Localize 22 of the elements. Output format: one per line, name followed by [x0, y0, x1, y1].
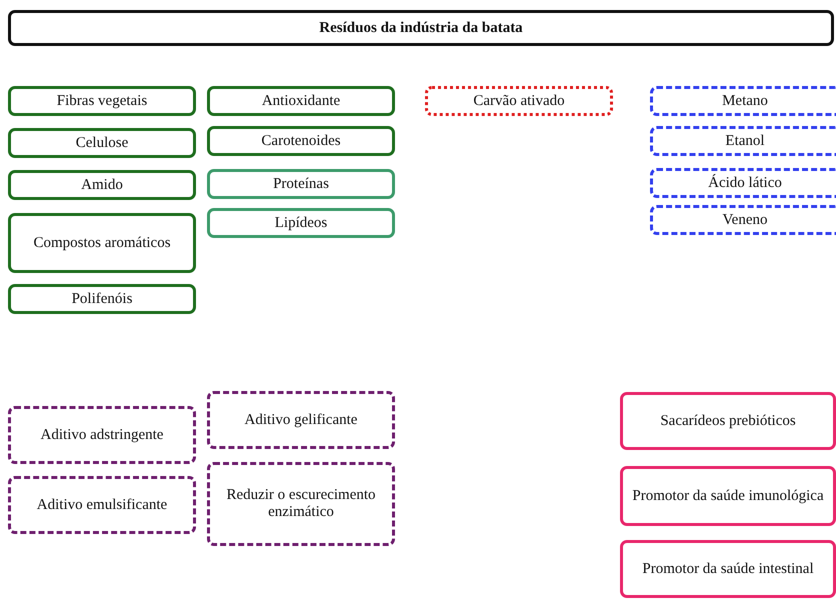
item-box: Fibras vegetais — [8, 86, 196, 116]
item-box: Sacarídeos prebióticos — [620, 392, 836, 450]
item-box: Aditivo gelificante — [207, 391, 395, 449]
item-box: Metano — [650, 86, 836, 116]
item-box: Carvão ativado — [425, 86, 613, 116]
item-box: Proteínas — [207, 169, 395, 199]
item-box: Ácido lático — [650, 168, 836, 198]
item-box: Aditivo emulsificante — [8, 476, 196, 534]
item-box: Veneno — [650, 205, 836, 235]
item-box: Carotenoides — [207, 126, 395, 156]
item-box: Aditivo adstringente — [8, 406, 196, 464]
item-box: Etanol — [650, 126, 836, 156]
title-box: Resíduos da indústria da batata — [8, 10, 834, 46]
item-box: Promotor da saúde intestinal — [620, 540, 836, 598]
item-box: Antioxidante — [207, 86, 395, 116]
item-box: Promotor da saúde imunológica — [620, 466, 836, 526]
item-box: Compostos aromáticos — [8, 213, 196, 273]
item-box: Celulose — [8, 128, 196, 158]
item-box: Amido — [8, 170, 196, 200]
item-box: Reduzir o escurecimento enzimático — [207, 462, 395, 546]
item-box: Lipídeos — [207, 208, 395, 238]
item-box: Polifenóis — [8, 284, 196, 314]
